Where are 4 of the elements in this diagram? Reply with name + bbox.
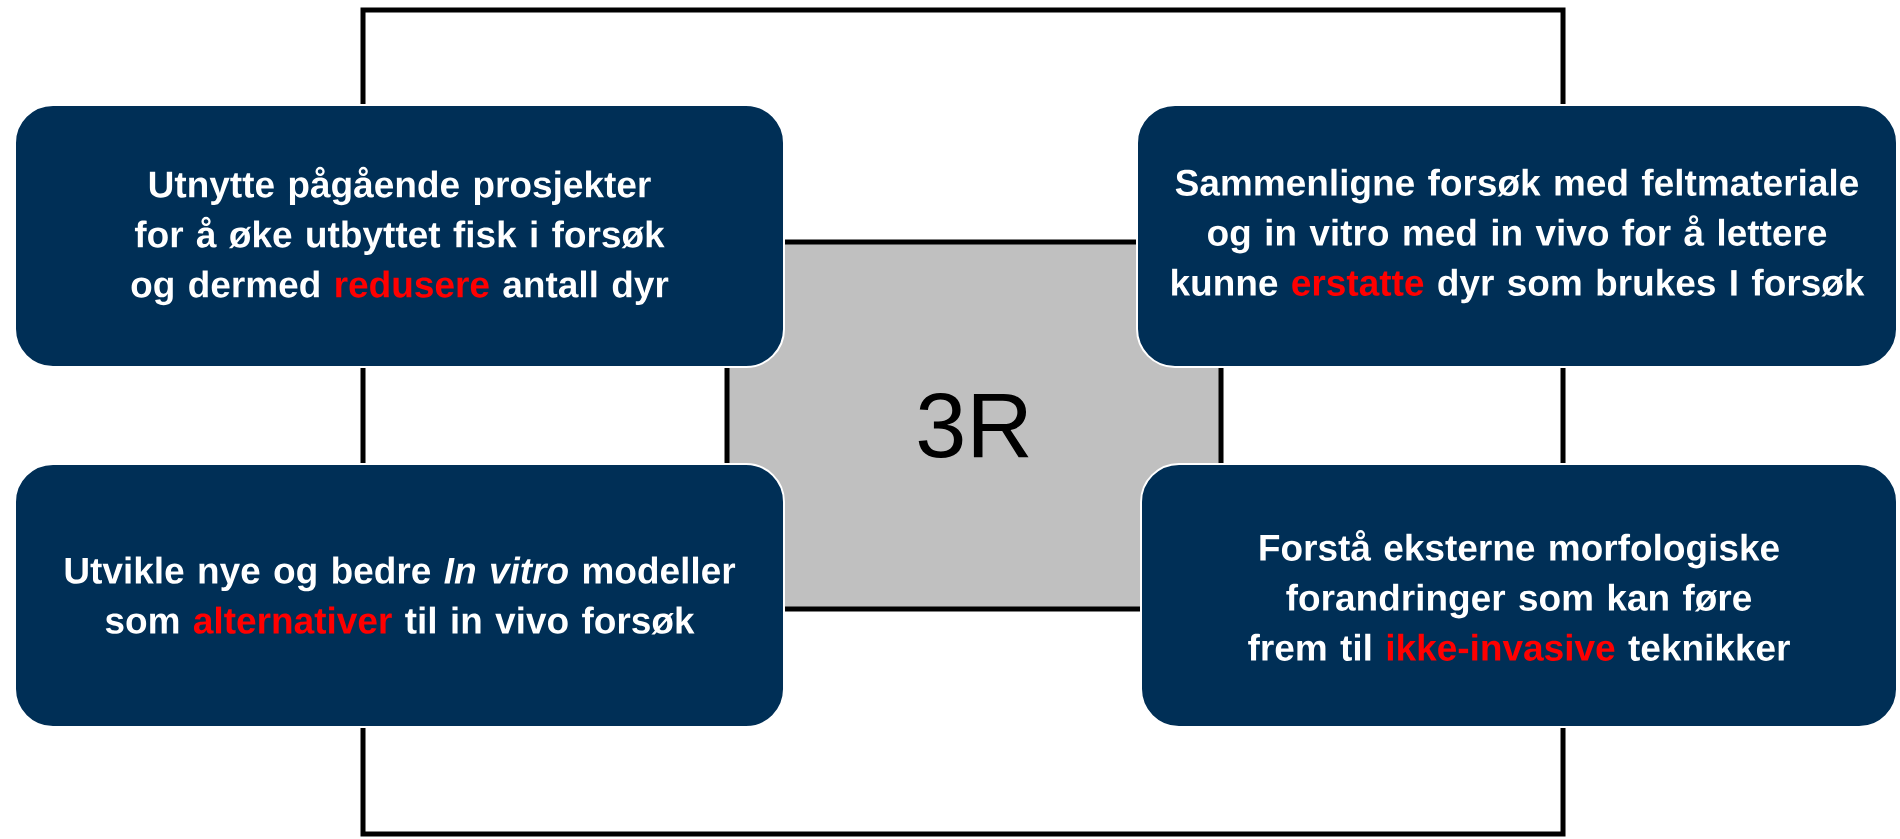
- text-box: Forstå eksterne morfologiske forandringer som kan føre frem til ikke-invasive teknikker: [1140, 463, 1898, 728]
- text-box: Utvikle nye og bedre In vitro modeller som alternativer til in vivo forsøk: [14, 463, 785, 728]
- text-box: Utnytte pågående prosjekter for å øke utbyttet fisk i forsøk og dermed redusere antall dyr: [14, 104, 785, 368]
- text-box: Sammenligne forsøk med feltmateriale og in vitro med in vivo for å lettere kunne erstatte dyr som brukes I forsøk: [1136, 104, 1898, 368]
